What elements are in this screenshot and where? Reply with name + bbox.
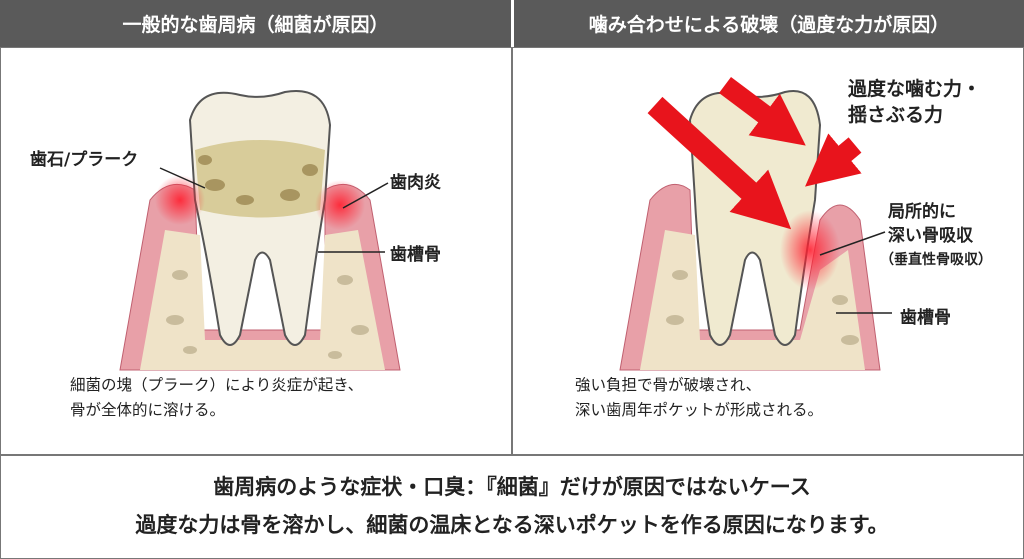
label-bone-right: 歯槽骨 — [900, 308, 951, 328]
right-tooth-diagram — [619, 77, 892, 371]
label-gingivitis: 歯肉炎 — [390, 173, 441, 193]
left-panel-title: 一般的な歯周病（細菌が原因） — [0, 0, 511, 47]
right-panel-title: 噛み合わせによる破壊（過度な力が原因） — [514, 0, 1024, 47]
force-arrow — [805, 133, 862, 187]
force-arrow — [647, 96, 792, 230]
summary-box: 歯周病のような症状・口臭：『細菌』だけが原因ではないケース 過度な力は骨を溶かし… — [0, 455, 1024, 559]
force-arrow — [719, 77, 806, 146]
alveolar-bone — [140, 230, 385, 370]
label-calculus: 歯石/プラーク — [30, 150, 139, 170]
label-bone-left: 歯槽骨 — [390, 245, 441, 265]
label-resorption: 局所的に 深い骨吸収 （垂直性骨吸収） — [880, 202, 992, 268]
tooth — [188, 90, 332, 346]
left-tooth-diagram — [119, 90, 401, 371]
tooth-illustrations — [119, 77, 892, 371]
label-force: 過度な噛む力・ 揺さぶる力 — [848, 78, 982, 126]
alveolar-bone — [640, 230, 865, 370]
left-caption: 細菌の塊（プラーク）により炎症が起き、 骨が全体的に溶ける。 — [70, 376, 364, 419]
summary-line-1: 歯周病のような症状・口臭：『細菌』だけが原因ではないケース — [213, 475, 811, 499]
left-panel — [0, 47, 512, 455]
summary-line-2: 過度な力は骨を溶かし、細菌の温床となる深いポケットを作る原因になります。 — [135, 513, 889, 537]
right-caption: 強い負担で骨が破壊され、 深い歯周年ポケットが形成される。 — [575, 376, 824, 419]
